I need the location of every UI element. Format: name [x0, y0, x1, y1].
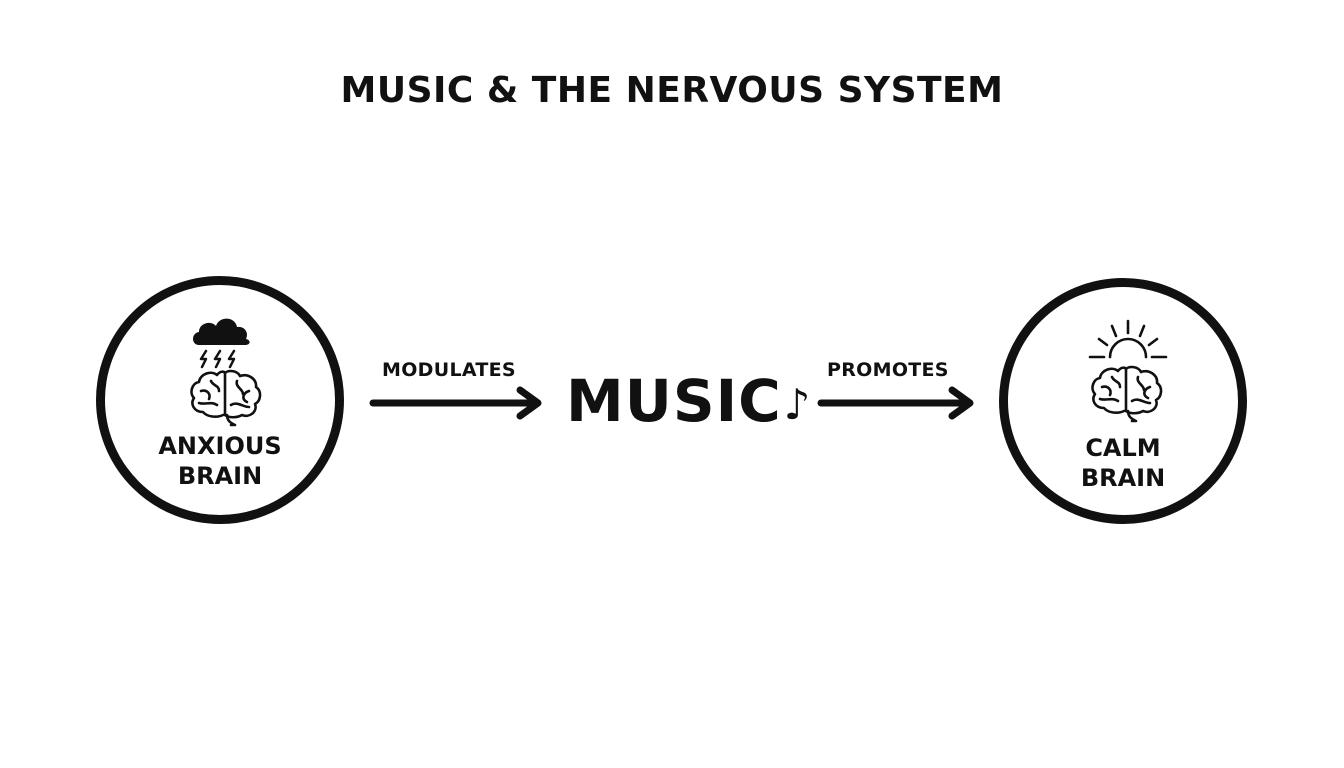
storm-cloud-icon: [193, 318, 250, 369]
promotes-edge-label: PROMOTES: [827, 359, 949, 381]
anxious-brain-node: ANXIOUS BRAIN: [96, 276, 344, 524]
anxious-brain-label: ANXIOUS BRAIN: [105, 431, 335, 491]
anxious-brain-label-line1: ANXIOUS: [158, 432, 282, 460]
anxious-brain-label-line2: BRAIN: [177, 462, 263, 490]
brain-icon: [1091, 365, 1163, 423]
modulates-edge-label: MODULATES: [382, 359, 516, 381]
sun-icon: [1088, 319, 1168, 359]
music-label: MUSIC: [566, 367, 782, 435]
calm-brain-label-line2: BRAIN: [1080, 464, 1166, 492]
calm-brain-label: CALM BRAIN: [1008, 433, 1238, 493]
brain-icon: [190, 369, 262, 427]
music-center-node: MUSIC♪: [566, 366, 811, 440]
calm-brain-label-line1: CALM: [1085, 434, 1161, 462]
promotes-arrow: [817, 386, 974, 420]
modulates-arrow: [369, 386, 542, 420]
page-title: MUSIC & THE NERVOUS SYSTEM: [340, 70, 1004, 111]
music-note-icon: ♪: [783, 380, 811, 429]
calm-brain-node: CALM BRAIN: [999, 278, 1247, 524]
